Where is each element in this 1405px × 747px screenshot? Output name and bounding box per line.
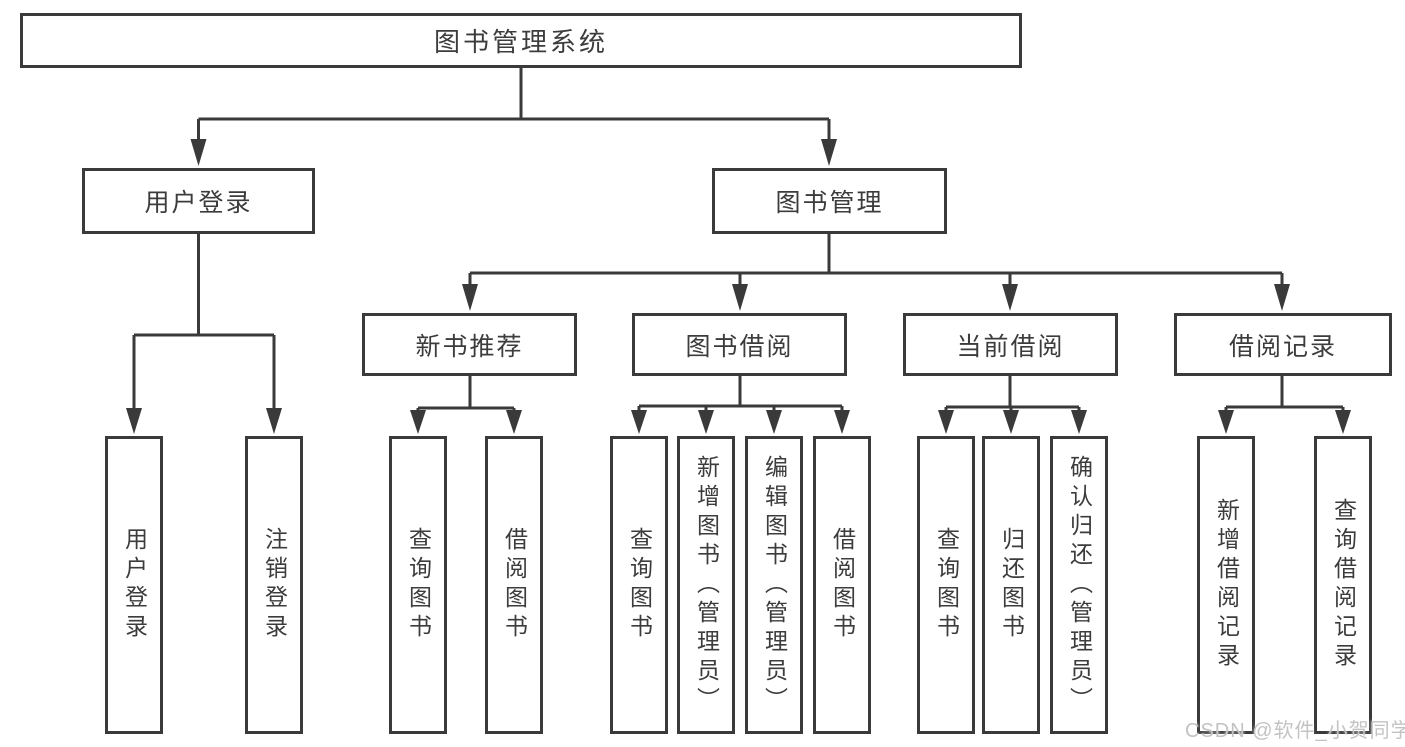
leaf-borrow-query: 查询图书 bbox=[610, 436, 668, 734]
leaf-borrow-add-admin: 新增图书（管理员） bbox=[677, 436, 735, 734]
leaf-borrow-borrow: 借阅图书 bbox=[813, 436, 871, 734]
node-root: 图书管理系统 bbox=[20, 13, 1022, 68]
leaf-current-return: 归还图书 bbox=[982, 436, 1040, 734]
leaf-current-query: 查询图书 bbox=[917, 436, 975, 734]
node-book-borrow: 图书借阅 bbox=[632, 313, 847, 376]
connector-arrowheads bbox=[126, 139, 1351, 434]
node-book-management: 图书管理 bbox=[712, 168, 947, 234]
leaf-logout: 注销登录 bbox=[245, 436, 303, 734]
leaf-current-confirm-admin: 确认归还（管理员） bbox=[1050, 436, 1108, 734]
node-new-book-recommend: 新书推荐 bbox=[362, 313, 577, 376]
leaf-records-query: 查询借阅记录 bbox=[1314, 436, 1372, 734]
node-current-borrow: 当前借阅 bbox=[903, 313, 1118, 376]
leaf-records-add: 新增借阅记录 bbox=[1197, 436, 1255, 734]
node-user-login: 用户登录 bbox=[82, 168, 315, 234]
leaf-newbooks-query: 查询图书 bbox=[389, 436, 447, 734]
leaf-user-login: 用户登录 bbox=[105, 436, 163, 734]
leaf-borrow-edit-admin: 编辑图书（管理员） bbox=[745, 436, 803, 734]
leaf-newbooks-borrow: 借阅图书 bbox=[485, 436, 543, 734]
node-borrow-records: 借阅记录 bbox=[1174, 313, 1392, 376]
connector-segments bbox=[132, 65, 1345, 412]
watermark: CSDN @软件_小贺同学 bbox=[1185, 720, 1405, 742]
